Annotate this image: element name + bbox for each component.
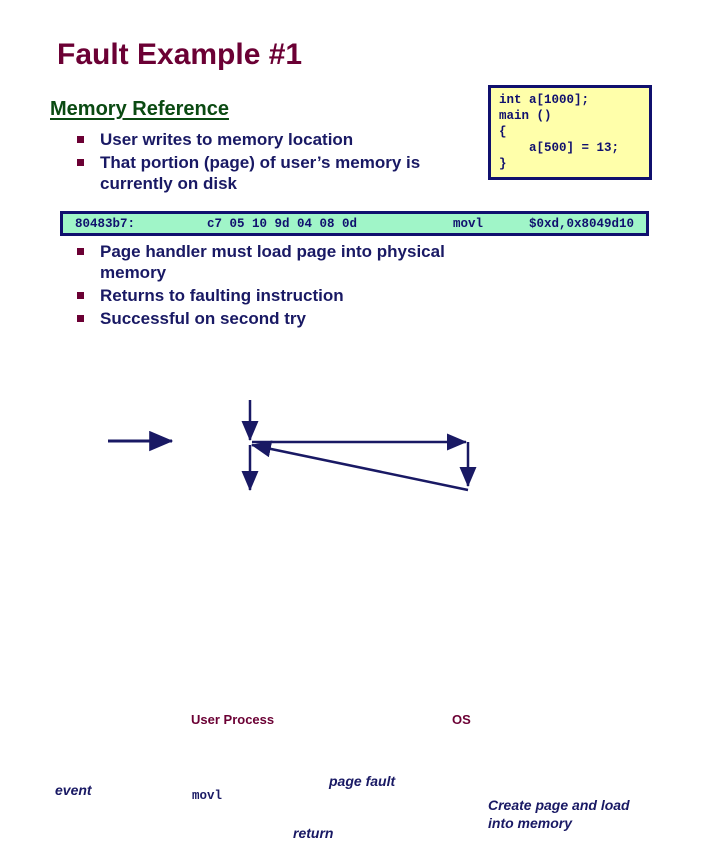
bullet-square-icon	[77, 315, 84, 322]
slide-canvas: Fault Example #1 Memory Reference User w…	[0, 38, 720, 841]
list-item: Successful on second try	[73, 308, 473, 329]
list-item-label: Successful on second try	[100, 309, 306, 328]
list-item: That portion (page) of user’s memory is …	[73, 152, 473, 194]
list-item-label: Returns to faulting instruction	[100, 286, 344, 305]
diagram-label-event: event	[55, 782, 92, 798]
create-page-line-1: Create page and load	[488, 797, 630, 813]
asm-mnemonic: movl	[453, 217, 484, 231]
assembly-instruction-bar: 80483b7: c7 05 10 9d 04 08 0d movl $0xd,…	[60, 211, 649, 236]
bullet-square-icon	[77, 136, 84, 143]
list-item: Page handler must load page into physica…	[73, 241, 473, 283]
bullet-square-icon	[77, 248, 84, 255]
asm-bytes: c7 05 10 9d 04 08 0d	[207, 217, 358, 231]
diagram-label-return: return	[293, 825, 334, 841]
source-code-box: int a[1000]; main () { a[500] = 13; }	[488, 85, 652, 180]
list-item-label: User writes to memory location	[100, 130, 354, 149]
list-item: Returns to faulting instruction	[73, 285, 473, 306]
create-page-line-2: into memory	[488, 815, 573, 831]
bullet-square-icon	[77, 292, 84, 299]
list-item-label: Page handler must load page into physica…	[100, 242, 445, 282]
diagram-label-page-fault: page fault	[329, 773, 396, 789]
list-item: User writes to memory location	[73, 129, 473, 150]
section-heading: Memory Reference	[50, 98, 229, 120]
bullet-list-top: User writes to memory location That port…	[73, 129, 473, 196]
diagram-column-user-process: User Process	[191, 712, 275, 727]
bullet-square-icon	[77, 159, 84, 166]
diagram-arrows	[108, 400, 477, 492]
diagram-label-create-page: Create page and load into memory	[488, 796, 630, 832]
bullet-list-bottom: Page handler must load page into physica…	[73, 241, 473, 331]
arrow-return	[251, 440, 469, 492]
asm-address: 80483b7:	[75, 217, 136, 231]
page-title: Fault Example #1	[57, 38, 303, 71]
page-fault-sequence-diagram: User Process OS event movl page fault re…	[0, 352, 720, 841]
diagram-label-instruction: movl	[192, 789, 223, 803]
asm-operands: $0xd,0x8049d10	[529, 217, 635, 231]
diagram-column-os: OS	[452, 712, 471, 727]
list-item-label: That portion (page) of user’s memory is …	[100, 153, 421, 193]
